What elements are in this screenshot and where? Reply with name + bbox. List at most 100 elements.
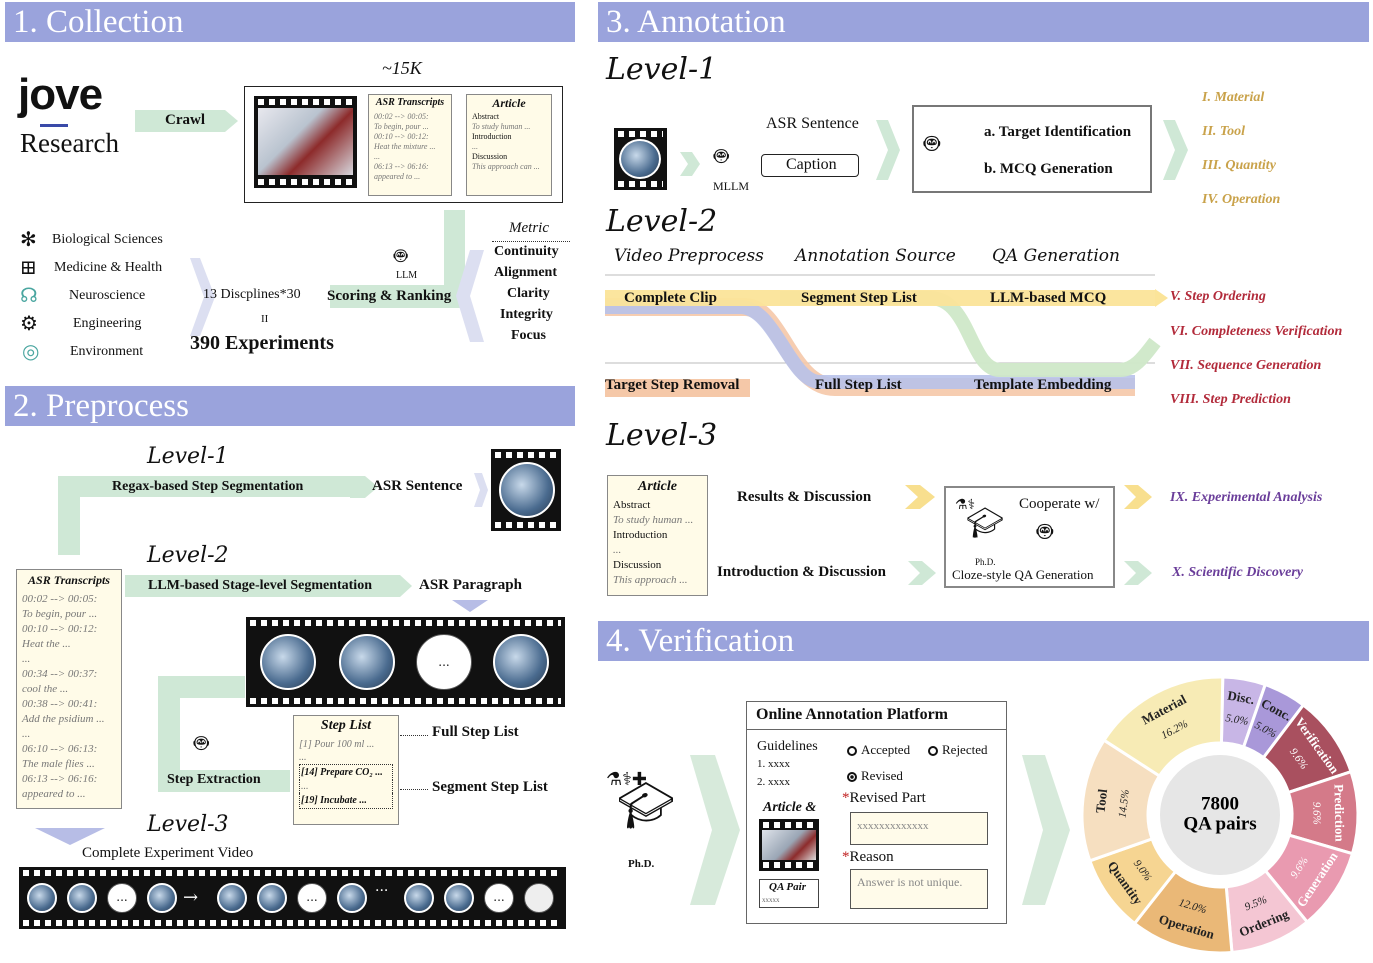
donut-slice-name: Tool	[1092, 788, 1110, 814]
col-video-preprocess: Video Preprocess	[614, 246, 764, 266]
category-completeness: VI. Completeness Verification	[1170, 324, 1343, 339]
asr-line: 00:34 --> 00:37:	[22, 668, 98, 680]
required-star: *	[842, 790, 850, 806]
article-line: Introduction	[472, 132, 512, 141]
accepted-label: Accepted	[861, 742, 911, 757]
reason-label: *Reason	[842, 849, 894, 866]
article-line: ...	[472, 142, 478, 151]
target-removal-label: Target Step Removal	[605, 377, 740, 393]
metric-integrity: Integrity	[500, 307, 553, 322]
experiments-count: 390 Experiments	[190, 332, 334, 354]
gear-icon: ⚙	[20, 311, 38, 335]
metric-title: Metric	[509, 220, 549, 236]
video-thumbnail	[404, 883, 434, 913]
section-header-verification: 4. Verification	[598, 621, 1369, 661]
video-thumbnail	[619, 139, 661, 179]
donut-slice-name: Prediction	[1331, 784, 1347, 843]
intro-discussion-label: Introduction & Discussion	[717, 564, 886, 580]
radio-icon	[928, 746, 938, 756]
science-icons: ⚗⚕✚	[606, 769, 647, 790]
step-extraction-label: Step Extraction	[167, 772, 261, 787]
reason-input[interactable]	[850, 869, 988, 909]
annotation-level3-title: Level-3	[606, 418, 718, 453]
collection-article-doc: Article Abstract To study human ... Intr…	[466, 94, 552, 196]
donut-slice-value: 9.6%	[1310, 802, 1322, 825]
donut-slice-name: Disc.	[1226, 688, 1255, 708]
lab-scene-image	[762, 830, 816, 860]
asr-line: 06:13 --> 06:16:	[374, 162, 429, 171]
video-thumbnail	[444, 883, 474, 913]
verify-video-frame	[759, 819, 819, 871]
donut-center-label: QA pairs	[1183, 813, 1256, 834]
qa-distribution-donut: Disc.5.0%Conc.5.0%Verification9.6%Predic…	[1080, 675, 1360, 955]
asr-line: 00:10 --> 00:12:	[22, 623, 98, 635]
video-thumbnail	[260, 634, 316, 690]
video-thumbnail	[339, 634, 395, 690]
revised-part-label: *Revised Part	[842, 790, 926, 807]
radio-icon	[847, 746, 857, 756]
placeholder-thumbnail: ...	[416, 634, 472, 690]
annotation-level1-title: Level-1	[606, 52, 718, 87]
segment-step-list-label: Segment Step List	[801, 290, 917, 306]
article-line: Abstract	[472, 112, 500, 121]
donut-center	[1160, 755, 1280, 875]
step-list-title: Step List	[320, 718, 372, 733]
platform-title: Online Annotation Platform	[756, 706, 949, 723]
donut-slice	[1101, 675, 1225, 779]
asr-line: 00:38 --> 00:41:	[22, 698, 98, 710]
graduate-icon: 🎓︎	[966, 506, 1005, 541]
target-id-label: a. Target Identification	[984, 124, 1132, 140]
donut-center-value: 7800	[1201, 793, 1239, 814]
video-thumbnail	[257, 883, 287, 913]
article-line: Abstract	[613, 499, 651, 511]
jove-research-label: Research	[20, 128, 119, 158]
complete-video-label: Complete Experiment Video	[82, 845, 254, 861]
asr-line: Heat the mixture ...	[374, 142, 436, 151]
video-thumbnail	[499, 462, 555, 518]
llm-mcq-label: LLM-based MCQ	[990, 290, 1107, 306]
molecule-icon: ✻	[20, 227, 37, 251]
jove-logo: jove	[18, 70, 103, 119]
section-header-preprocess: 2. Preprocess	[5, 386, 575, 426]
revised-radio[interactable]: Revised	[847, 768, 903, 784]
revised-part-value: xxxxxxxxxxxxx	[857, 820, 929, 832]
rejected-radio[interactable]: Rejected	[928, 742, 987, 758]
donut-slice-value: 5.0%	[1225, 712, 1250, 728]
article-line: To study human ...	[472, 122, 531, 131]
asr-line: 00:02 --> 00:05:	[22, 593, 98, 605]
preprocess-asr-sentence: ASR Sentence	[372, 478, 463, 494]
article-amp-label: Article &	[763, 800, 817, 815]
robot-icon: 🤖︎	[394, 244, 408, 269]
jove-logo-underline	[40, 124, 68, 127]
step-item: [14] Prepare CO₂ ...	[299, 764, 393, 780]
accepted-radio[interactable]: Accepted	[847, 742, 910, 758]
article-line: To study human ...	[613, 514, 694, 526]
asr-line: 00:02 --> 00:05:	[374, 112, 429, 121]
cooperate-box	[944, 486, 1115, 588]
preprocess-level3-title: Level-3	[147, 812, 229, 837]
preprocess-level2-title: Level-2	[147, 543, 229, 568]
step-item: ...	[299, 752, 307, 763]
section-header-collection: 1. Collection	[5, 2, 575, 42]
science-icons: ⚗⚕	[955, 497, 976, 513]
video-thumbnail	[27, 883, 57, 913]
asr-line: 00:10 --> 00:12:	[374, 132, 429, 141]
paragraph-film: ...	[246, 617, 565, 707]
preprocess-asr-title: ASR Transcripts	[28, 573, 110, 587]
template-embedding-label: Template Embedding	[974, 377, 1112, 393]
step-item: [1] Pour 100 ml ...	[299, 739, 375, 750]
asr-line: To begin, pour ...	[22, 608, 98, 620]
discipline-engineering: Engineering	[73, 316, 142, 331]
count-15k: ~15K	[382, 58, 422, 78]
discipline-medicine: Medicine & Health	[54, 260, 163, 275]
rejected-label: Rejected	[942, 742, 988, 757]
revised-part-input[interactable]	[850, 812, 988, 845]
llm-label: LLM	[396, 270, 418, 281]
asr-line: ...	[22, 728, 31, 740]
article-line: Introduction	[613, 529, 668, 541]
cooperate-label: Cooperate w/	[1019, 496, 1100, 512]
category-quantity: III. Quantity	[1202, 158, 1276, 173]
video-thumbnail	[147, 883, 177, 913]
article-line: Discussion	[613, 559, 662, 571]
